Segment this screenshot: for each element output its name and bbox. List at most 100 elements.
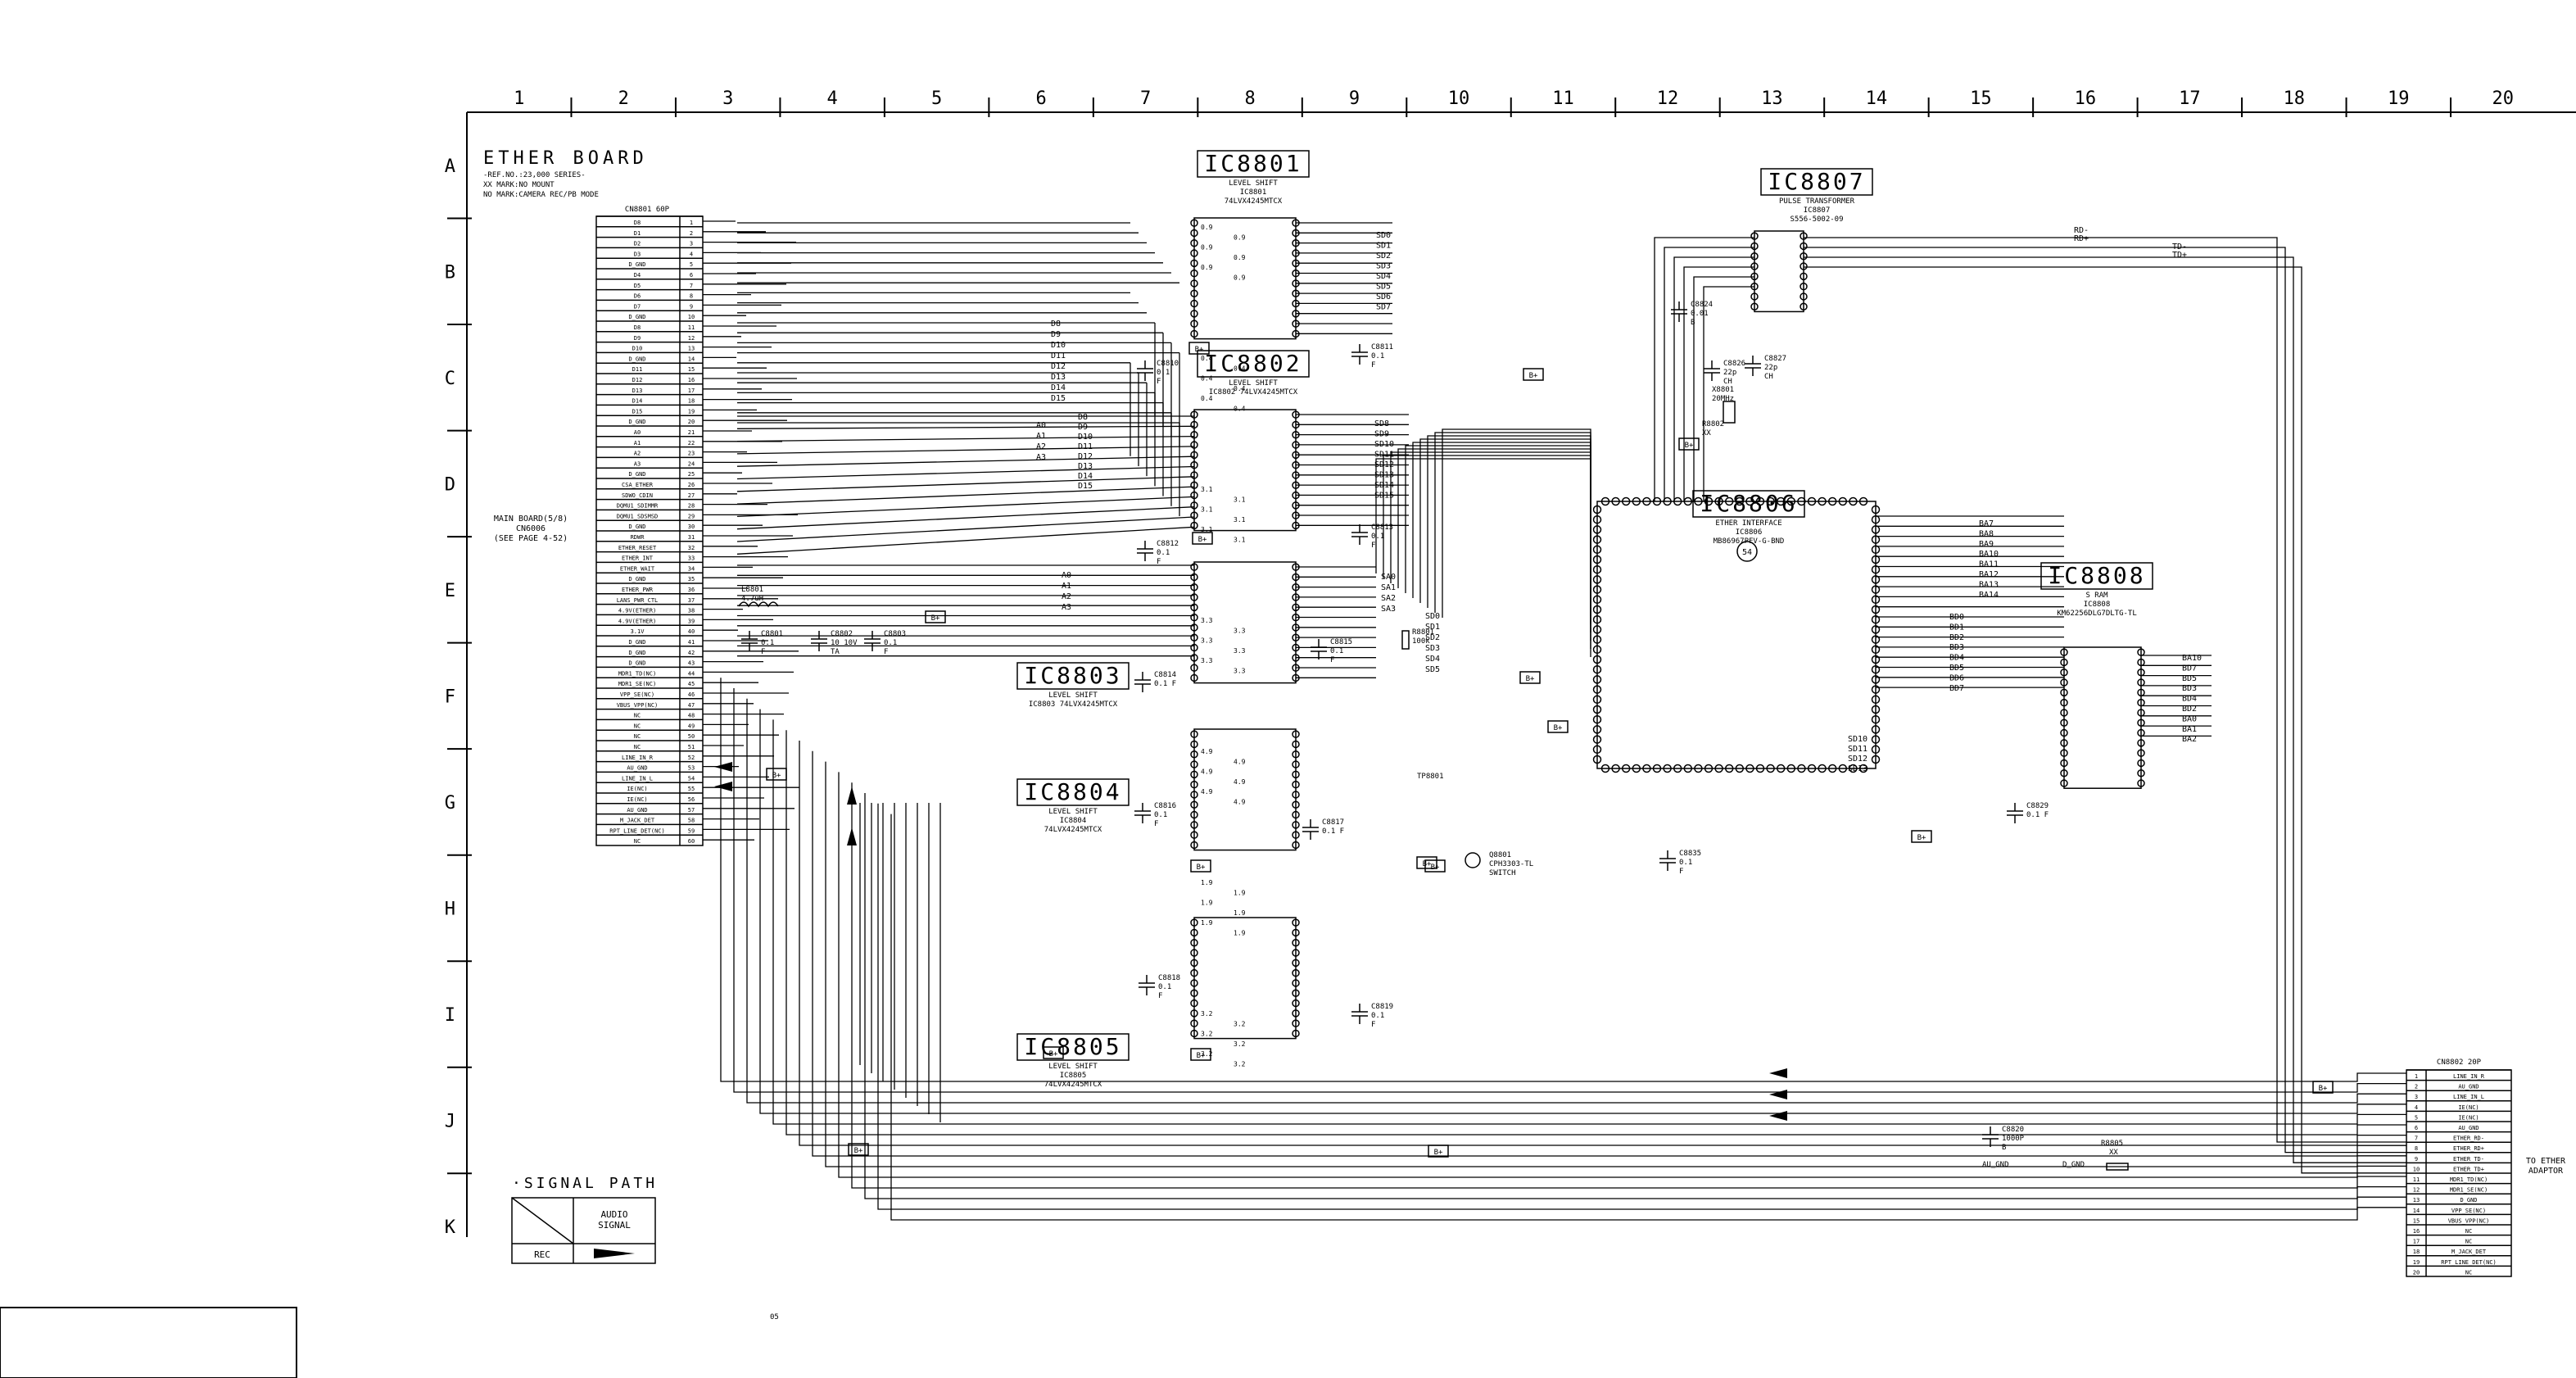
bus-label-ba: BA7 <box>1979 519 1994 528</box>
voltage-label: 1.9 <box>1234 930 1246 937</box>
ic8805-chip-pin <box>1292 949 1300 957</box>
grid-row-label: F <box>445 687 455 707</box>
cap-label: 0.1 <box>1157 549 1170 557</box>
return-line <box>733 688 2406 1093</box>
cn8801-pin-num: 30 <box>688 524 695 530</box>
grid-row-label: D <box>445 474 455 495</box>
bus-label-sram: BA1 <box>2182 725 2197 734</box>
xfmr-wire <box>1664 247 1754 501</box>
grid-col-label: 3 <box>722 88 733 109</box>
ic8803-chip-pin <box>1292 573 1300 582</box>
ic8806-pin <box>1871 685 1881 694</box>
grid-col-label: 10 <box>1448 88 1470 109</box>
cn8801-pin-name: DQMU1_SDSMSD <box>617 513 659 519</box>
cn8801-pin-num: 36 <box>688 587 695 593</box>
bus-label-ba: BA9 <box>1979 540 1994 549</box>
cap-label: C8813 <box>1371 524 1393 532</box>
cn8801-pin-num: 56 <box>688 796 695 803</box>
cap-label: F <box>1158 992 1162 1000</box>
cn8802-title: CN8802 20P <box>2437 1058 2482 1067</box>
voltage-label: 4.9 <box>1234 758 1246 765</box>
grid-row-label: K <box>445 1217 456 1238</box>
inductor-label: 4.7uH <box>741 595 763 603</box>
ic8806-pin <box>1592 505 1602 514</box>
ic8807-chip-pin <box>1750 232 1759 240</box>
ic8806-pin <box>1592 725 1602 734</box>
cap-label: C8812 <box>1157 540 1179 548</box>
bus-wire <box>736 456 1195 467</box>
power-tag <box>848 1143 869 1156</box>
ic8806-pin <box>1871 555 1881 564</box>
cn8801-pin-name: D_GND <box>628 639 645 646</box>
ic8806-pin <box>1871 514 1881 524</box>
cn8802-pin-num: 3 <box>2415 1094 2418 1100</box>
cn8801-pin-num: 4 <box>690 251 693 257</box>
ic8806-pin <box>1592 685 1602 694</box>
bus-label-sram: BD7 <box>2182 664 2197 673</box>
voltage-label: 4.9 <box>1234 799 1246 806</box>
ic8808-chip-pin <box>2060 658 2068 667</box>
page-number: 05 <box>770 1313 779 1321</box>
ic8805-chip-pin <box>1292 928 1300 937</box>
ic8805-chip-pin <box>1190 989 1198 997</box>
ic8806-pin <box>1755 764 1765 773</box>
bus-label-bd: BD0 <box>1949 613 1964 622</box>
ic8806-pin <box>1592 735 1602 744</box>
cn8801-pin-name: AU_GND <box>627 807 647 814</box>
cn8801-pin-num: 16 <box>688 377 695 383</box>
ic-desc: 74LVX4245MTCX <box>1044 826 1102 834</box>
ic8806-pin <box>1652 496 1662 506</box>
cn8801-pin-name: NC <box>634 723 641 729</box>
ic8806-pin <box>1871 625 1881 634</box>
bus-label-ether: RD- <box>2074 226 2089 235</box>
ic8806-pin <box>1592 625 1602 634</box>
crystal-x8801 <box>1723 401 1736 424</box>
grid-row-label: G <box>445 793 455 814</box>
ic-title: IC8808 <box>2048 562 2145 589</box>
ic8803-chip-pin <box>1190 573 1198 582</box>
ic8805-chip-pin <box>1292 968 1300 977</box>
ref-circle-54 <box>1736 541 1758 562</box>
ic8806-pin <box>1592 645 1602 655</box>
cn8801-pin-num: 41 <box>688 639 695 646</box>
ic8801-chip-pin <box>1190 249 1198 257</box>
cn8801-pin-num: 24 <box>688 460 695 467</box>
power-tag-label: B+ <box>1917 834 1926 842</box>
bus-label-sa: SA1 <box>1381 583 1396 592</box>
ic8803-chip-pin <box>1292 633 1300 641</box>
cn8801-pin-name: IE(NC) <box>627 796 647 803</box>
power-tag <box>1428 1145 1449 1158</box>
board-note: NO MARK:CAMERA REC/PB MODE <box>483 191 599 199</box>
grid-col-label: 12 <box>1657 88 1679 109</box>
ic8806-pin <box>1592 705 1602 714</box>
cn8802-pin-num: 4 <box>2415 1104 2418 1111</box>
grid-row-label: A <box>445 156 455 177</box>
bus-label-sd-l: SD0 <box>1425 612 1440 621</box>
bus-label-sa: SA0 <box>1381 573 1396 582</box>
board-note: -REF.NO.:23,000 SERIES- <box>483 171 586 179</box>
cn8801-pin-name: D14 <box>632 398 643 405</box>
cn8801-pin-num: 12 <box>688 335 695 342</box>
ic8805-chip-pin <box>1190 959 1198 968</box>
cn8802-pin-num: 14 <box>2413 1208 2420 1214</box>
xfmr-wire <box>1654 237 1754 501</box>
cap-label: C8815 <box>1330 638 1352 646</box>
ic8805-chip-pin <box>1292 959 1300 968</box>
ic8806-pin <box>1776 496 1786 506</box>
ic8807-chip-pin <box>1800 282 1808 291</box>
cap-label: C8819 <box>1371 1003 1393 1011</box>
ref-label: 54 <box>1742 548 1752 557</box>
ic8804-chip-pin <box>1292 740 1300 749</box>
ic8808-chip-pin <box>2137 709 2145 717</box>
cn8801-pin-name: NC <box>634 733 641 740</box>
cn8801-pin-num: 40 <box>688 628 695 635</box>
ic8802-chip-pin <box>1292 410 1300 419</box>
ic8806-pin <box>1592 555 1602 564</box>
ic8803-chip-pin <box>1190 673 1198 682</box>
ic-desc: IC8805 <box>1060 1072 1087 1080</box>
power-tag-label: B+ <box>1685 442 1694 450</box>
ic8805-chip-pin <box>1292 989 1300 997</box>
ic8801-chip-pin <box>1292 329 1300 338</box>
cn8802-pin-num: 11 <box>2413 1176 2420 1183</box>
cap-label: F <box>1371 1021 1375 1029</box>
